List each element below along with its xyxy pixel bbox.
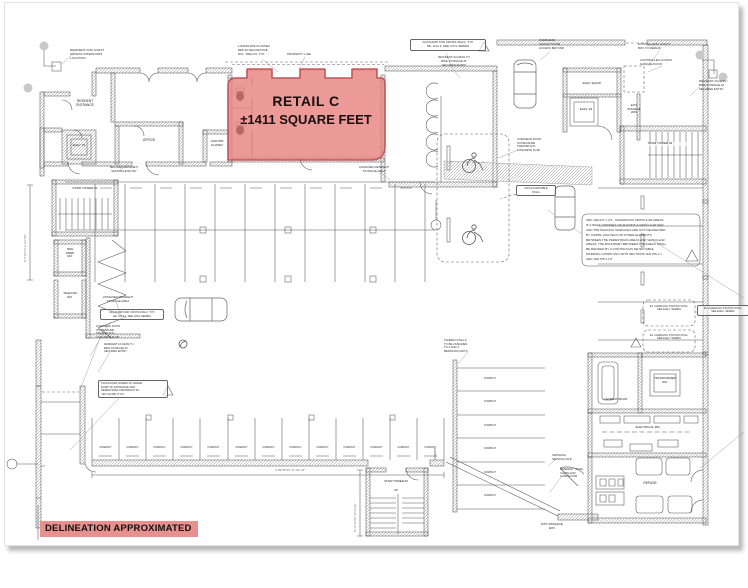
bike-access-note-left: RESIDENT ACCESS TO BIKE STORAGE AT SECUR…	[104, 343, 134, 353]
compact-stall-label: COMPACT	[483, 377, 497, 380]
bike-access-note-top: RESIDENT ACCESS TO BIKE STORAGE AT SECUR…	[438, 55, 470, 67]
retail-c-highlight	[227, 68, 386, 161]
assigned-storage-note-left: ASSIGNED RESIDENT STORAGE AREA	[102, 295, 134, 303]
compact-stall-label: COMPACT	[434, 447, 437, 460]
compact-stall-label: COMPACT	[207, 446, 220, 449]
landscape-note: LANDSCAPE PLANTER BED W/ DECORATIVE MTL.…	[238, 44, 270, 56]
room-label-exit-passage-bottom: EXIT PASSAGE WAY	[541, 522, 563, 530]
linework-layer	[6, 41, 718, 540]
ev-stall-label-2: EV CHARGING STATION STALL SEE ELEC. SERI…	[649, 334, 689, 341]
room-label-generator: GENERATOR RM.	[604, 397, 628, 401]
compact-stall-label: COMPACT	[262, 446, 275, 449]
room-label-telecom: TELECOM RM.	[63, 291, 77, 299]
compact-stall-label: COMPACT	[483, 400, 497, 403]
controlled-access-note: CONTROLLED ACCESS GARAGE DOOR	[640, 58, 673, 66]
intercoms-note: RESIDENT AND GUEST ACCESS INTERCOMS LOCA…	[70, 48, 105, 61]
room-label-janitor: JANITOR CLOSET	[210, 139, 224, 147]
code-note: CBC 11B-247.1.2.5 - HAZARDOUS VEHICULAR …	[586, 218, 667, 261]
ev-note-margin: EV CHARGING STATION STALL SEE ELEC. SERI…	[697, 305, 748, 316]
bearing-bottom: S 89°58'16" W 112.43'	[275, 468, 305, 472]
room-label-elev1: ELEV. #1	[72, 143, 86, 147]
resident-access-note-right: RESIDENT ACCESS / BIKE STORAGE AT SECURE…	[699, 79, 728, 91]
truncated-domes-note: TRUNCATED DOMES AT GRADE RAMP OF ENTRANC…	[98, 380, 168, 398]
bearing-left: N 0°01'44" E 137.50'	[23, 234, 27, 262]
compact-stall-label: COMPACT	[370, 446, 383, 449]
room-label-exit-passage-top: EXIT PASSAGE WAY	[627, 103, 641, 115]
overhead-ceiling-note: OVERHEAD CEILING DOOR ACCESS BEYOND	[539, 38, 564, 50]
dashed-layer	[42, 42, 696, 393]
compact-stall-label: COMPACT	[483, 471, 497, 474]
compact-stall-label: COMPACT	[99, 446, 112, 449]
van-accessible-note: VAN ACCESSIBLE STALL	[516, 185, 556, 197]
compact-stall-label: COMPACT	[180, 446, 193, 449]
compact-stall-label: COMPACT	[397, 446, 410, 449]
vestibule-note: SECURED RESIDENT VESTIBULE ENTRY	[109, 165, 139, 173]
delineation-approximated-badge: DELINEATION APPROXIMATED	[40, 521, 198, 537]
tandem-stalls-note: TANDEM STALLS TO BE ASSIGNED TO 2 AND 3 …	[444, 338, 468, 353]
retail-c-area: ±1411 SQUARE FEET	[240, 112, 372, 127]
compact-stall-label: COMPACT	[483, 494, 497, 497]
room-label-resident-entrance: RESIDENT ENTRANCE	[76, 99, 94, 108]
service-gate-note: SWINGING SERVICE GATE	[552, 454, 572, 461]
compact-stall-label: COMPACT	[316, 446, 329, 449]
compact-stall-label: COMPACT	[153, 446, 166, 449]
property-line-note: PROPERTY LINE	[287, 52, 311, 56]
compact-stall-label: COMPACT	[343, 446, 356, 449]
crosswalk-hatch	[443, 160, 593, 186]
compact-stall-label: COMPACT	[235, 446, 248, 449]
room-label-elev2: ELEV. #2	[579, 107, 593, 111]
room-label-elev-equip: ELEV. EQUIP.	[582, 81, 602, 85]
accessible-stall-icons	[178, 152, 484, 349]
retail-c-title: RETAIL C	[272, 93, 340, 109]
compact-stall-label: COMPACT	[483, 424, 497, 427]
trash-chute-note: RESIDENT TRASH CHUTE AND COMPACTOR	[560, 468, 584, 478]
ev-stall-label-1: EV CHARGING STATION STALL SEE ELEC. SERI…	[649, 305, 689, 312]
ada-ramp-note-top: ADA RAMP AND CROSS WALK, TYP. RE: 3/A1.2…	[410, 39, 486, 51]
room-label-transformer: TRANSFORMER RM.	[654, 376, 676, 384]
assigned-storage-note-top: ASSIGNED RESIDENT STORAGE AREA	[358, 165, 390, 173]
room-label-stair2: STAIR TOWER #2	[384, 479, 408, 483]
compact-stall-label: COMPACT	[424, 446, 437, 449]
leader-lines	[61, 49, 745, 493]
room-label-office: OFFICE	[142, 138, 156, 142]
car-symbols	[174, 59, 576, 322]
room-label-electrical: ELECTRICAL RM.	[624, 425, 672, 430]
room-label-fire-riser: FIRE RISER RM.	[65, 247, 75, 259]
ada-ramp-note-left: ADA RAMP AND CROSS WALK, TYP. RE: 3/A1.2…	[100, 309, 164, 320]
bearing-stair2: N 41°33'56" W 24.25'	[353, 503, 357, 532]
overhead-door-note-right: OVERHEAD DOOR IN PRESSURE TREATED MTL. C…	[517, 138, 541, 152]
att-box-note: EXISTING AT&T UTILITY BOX TO REMAIN	[638, 42, 671, 50]
compact-stall-label: COMPACT	[126, 446, 139, 449]
room-label-refuse: REFUSE	[643, 481, 657, 485]
room-label-stair1: STAIR TOWER #1	[72, 186, 98, 190]
stair2-up-label: UP	[394, 488, 398, 492]
compact-stall-label: COMPACT	[289, 446, 302, 449]
overhead-door-note-left: OVERHEAD DOOR IN PRESSURE TREATED MTL. C…	[96, 325, 120, 339]
compact-stall-label: COMPACT	[483, 447, 497, 450]
room-label-stair3: STAIR TOWER #3	[630, 141, 690, 146]
